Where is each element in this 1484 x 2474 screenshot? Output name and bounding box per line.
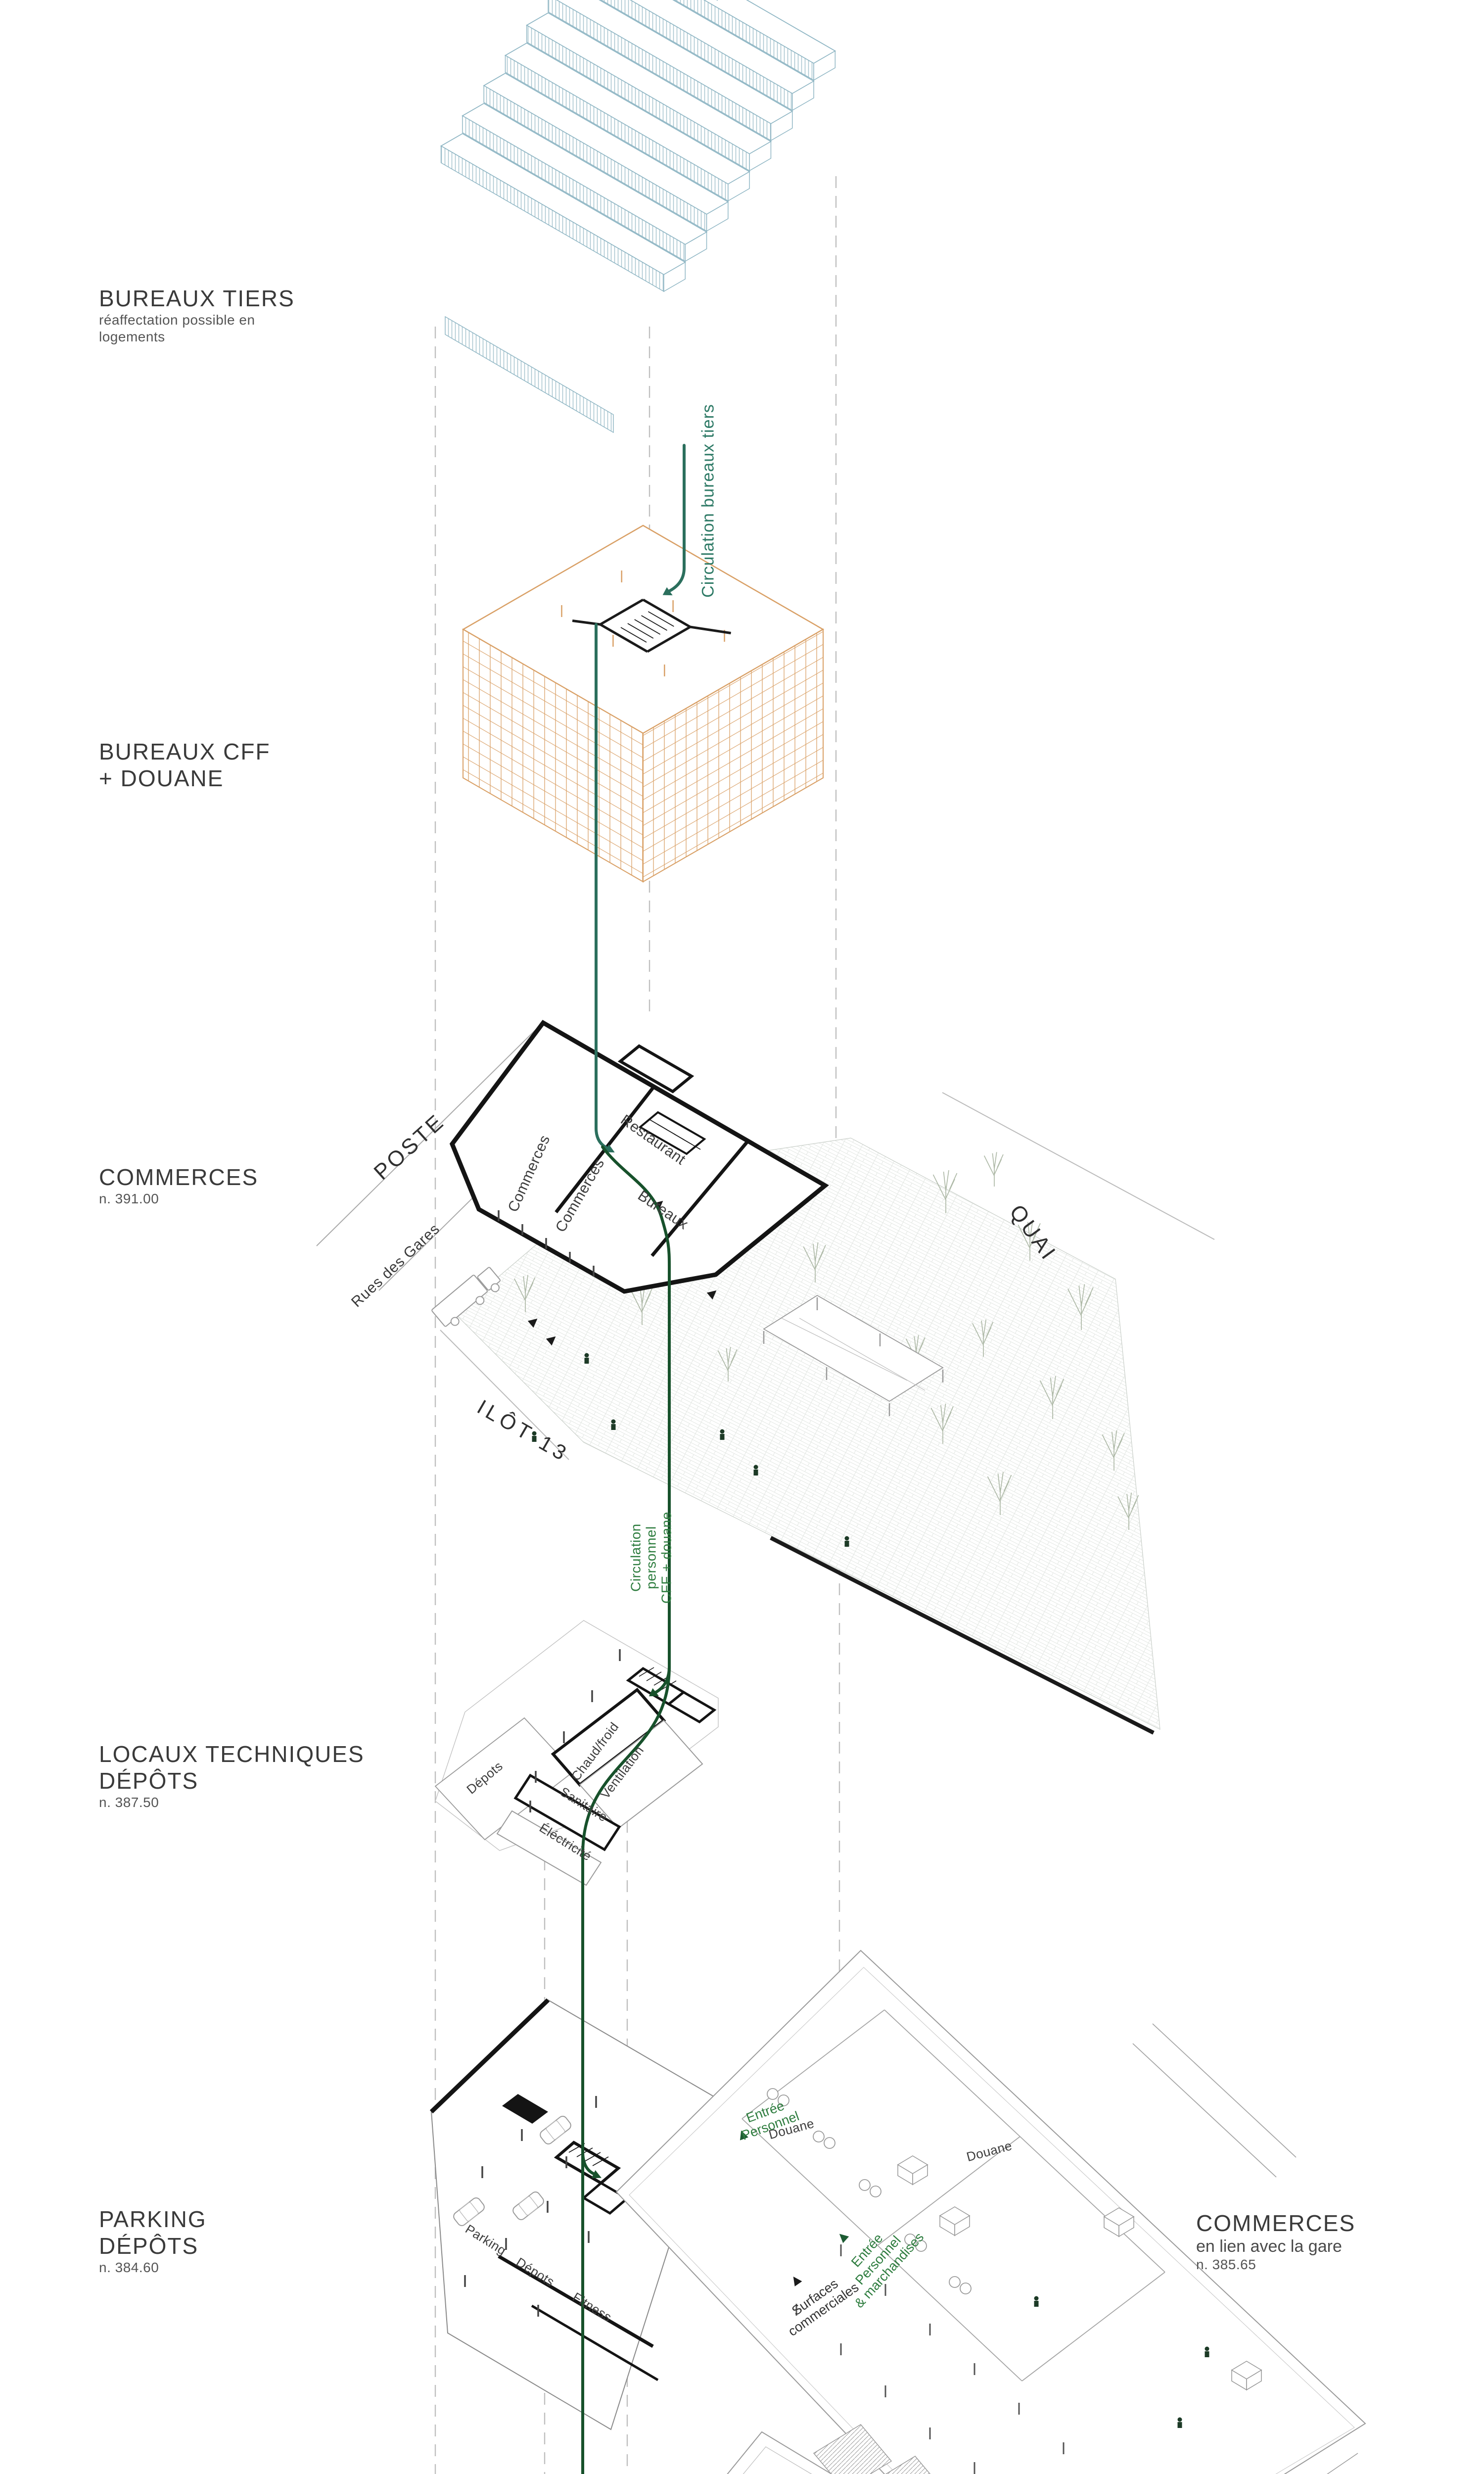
- car-icon: [512, 2191, 544, 2220]
- building-bureaux-cff-douane: [462, 524, 825, 883]
- circulation-bureaux-tiers-label: Circulation bureaux tiers: [698, 404, 718, 598]
- level-title-bureaux-tiers: BUREAUX TIERS réaffectation possible en …: [99, 285, 295, 345]
- circulation-personnel-line2: personnel: [643, 1526, 659, 1589]
- title-text: COMMERCES: [99, 1164, 259, 1190]
- truck-icon: [431, 1267, 501, 1327]
- car-icon: [540, 2116, 571, 2144]
- circulation-personnel-line1: Circulation: [628, 1523, 644, 1592]
- building-commerces: [449, 1020, 829, 1294]
- level-title-parking: PARKING DÉPÔTS n. 384.60: [99, 2206, 207, 2276]
- building-bureaux-tiers: [440, 0, 836, 433]
- circulation-personnel-label: Circulation personnel CFF + douane: [628, 1512, 674, 1604]
- level-title-commerces: COMMERCES n. 391.00: [99, 1164, 258, 1207]
- passage-des-alpes: [1327, 2453, 1358, 2474]
- title-elevation: n. 384.60: [99, 2260, 159, 2275]
- title-note-line2: logements: [99, 329, 165, 344]
- site-plaza: [316, 1025, 1215, 1735]
- title-elevation: n. 385.65: [1196, 2257, 1256, 2272]
- level-title-bureaux-cff: BUREAUX CFF + DOUANE: [99, 738, 271, 792]
- people: [532, 1353, 1209, 2428]
- title-line2: + DOUANE: [99, 765, 224, 791]
- title-line2: DÉPÔTS: [99, 1768, 199, 1794]
- title-text: COMMERCES: [1196, 2210, 1356, 2236]
- title-note-line1: réaffectation possible en: [99, 312, 255, 328]
- car-icon: [453, 2197, 485, 2226]
- title-elevation: n. 391.00: [99, 1191, 159, 1206]
- circulation-lines: [581, 444, 686, 2474]
- level-title-locaux: LOCAUX TECHNIQUES DÉPÔTS n. 387.50: [99, 1741, 365, 1811]
- annotation-arrows: [740, 2130, 849, 2286]
- title-elevation: n. 387.50: [99, 1795, 159, 1810]
- level-title-commerces-gare: COMMERCES en lien avec la gare n. 385.65: [1196, 2210, 1355, 2273]
- circulation-personnel-line3: CFF + douane: [658, 1512, 674, 1604]
- pavilion: [763, 1294, 944, 1416]
- trees: [514, 1152, 1139, 1530]
- title-line1: PARKING: [99, 2206, 207, 2232]
- level-parking: [429, 1998, 717, 2430]
- title-line1: BUREAUX CFF: [99, 739, 271, 764]
- level-commerces-gare: [615, 1950, 1366, 2474]
- title-line2: DÉPÔTS: [99, 2233, 199, 2259]
- title-text: BUREAUX TIERS: [99, 285, 295, 311]
- title-subtitle: en lien avec la gare: [1196, 2237, 1342, 2256]
- title-line1: LOCAUX TECHNIQUES: [99, 1741, 365, 1767]
